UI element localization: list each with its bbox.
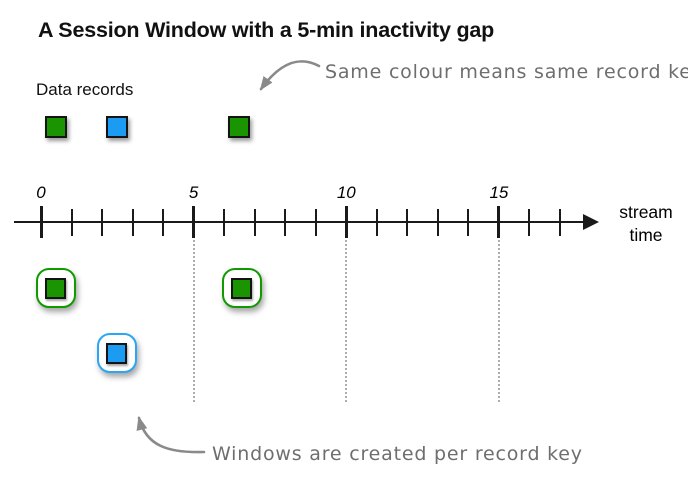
data-record-green [45, 116, 68, 138]
axis-minor-tick [223, 209, 226, 236]
axis-major-tick [39, 206, 43, 238]
axis-label: stream time [606, 201, 686, 247]
dotted-gridline [345, 240, 348, 402]
axis-tick-label: 15 [489, 183, 509, 202]
axis-major-tick [192, 206, 196, 238]
stream-time-axis [14, 221, 585, 223]
axis-tick-label: 10 [336, 183, 356, 202]
axis-tick-label: 0 [36, 183, 46, 202]
session-window-green [35, 268, 76, 308]
same-colour-annotation: Same colour means same record key [325, 61, 688, 83]
windows-created-annotation: Windows are created per record key [212, 443, 583, 465]
session-window-blue [96, 333, 137, 373]
session-window-green [221, 268, 262, 308]
axis-minor-tick [528, 209, 531, 236]
dotted-gridline [497, 240, 500, 402]
axis-minor-tick [101, 209, 104, 236]
axis-minor-tick [70, 209, 73, 236]
axis-label-line2: time [629, 225, 663, 245]
data-record-green [45, 277, 67, 299]
same-colour-arrow-icon [259, 60, 321, 91]
axis-minor-tick [162, 209, 165, 236]
data-record-green [228, 116, 251, 138]
axis-label-line1: stream [619, 202, 673, 222]
axis-minor-tick [406, 209, 409, 236]
axis-major-tick [497, 206, 501, 238]
axis-minor-tick [467, 209, 470, 236]
windows-created-arrow-icon [136, 416, 206, 454]
axis-minor-tick [284, 209, 287, 236]
dotted-gridline [192, 240, 195, 402]
axis-minor-tick [131, 209, 134, 236]
data-record-blue [106, 116, 129, 138]
axis-tick-label: 5 [188, 183, 199, 202]
axis-minor-tick [436, 209, 439, 236]
data-records-label: Data records [36, 80, 134, 99]
axis-minor-tick [314, 209, 317, 236]
data-record-blue [106, 342, 128, 364]
axis-minor-tick [375, 209, 378, 236]
diagram-title: A Session Window with a 5-min inactivity… [38, 18, 495, 42]
axis-arrowhead-icon [583, 214, 599, 230]
axis-minor-tick [559, 209, 561, 236]
axis-minor-tick [253, 209, 256, 236]
data-record-green [231, 277, 253, 299]
axis-major-tick [344, 206, 348, 238]
